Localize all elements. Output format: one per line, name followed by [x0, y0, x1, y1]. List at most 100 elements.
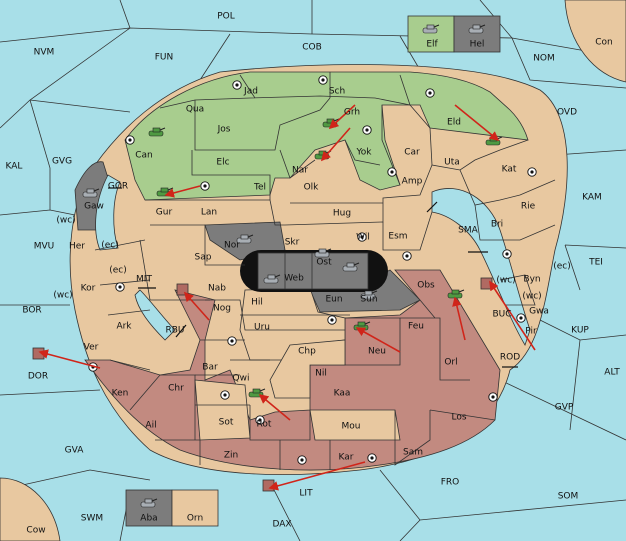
sea-label-cob: COB: [302, 43, 322, 53]
army-unit-icon[interactable]: [263, 274, 281, 284]
land-label-feu: Feu: [408, 322, 424, 332]
land-label-kat: Kat: [502, 165, 517, 175]
sea-label-mvu: MVU: [34, 242, 55, 252]
home-box-top: [407, 15, 501, 53]
land-label-sot: Sot: [219, 418, 234, 428]
land-label-chp: Chp: [298, 347, 316, 357]
coast-label-wc: (wc): [53, 291, 72, 301]
sea-label-sma: SMA: [458, 226, 478, 236]
move-arrow: [452, 296, 466, 341]
land-label-rie: Rie: [521, 202, 536, 212]
land-label-bar: Bar: [202, 363, 218, 373]
land-label-obs: Obs: [417, 281, 435, 291]
land-label-los: Los: [451, 413, 466, 423]
convoy-link-arrows: [108, 187, 518, 368]
army-unit-icon[interactable]: [262, 479, 275, 492]
land-label-eun: Eun: [325, 295, 342, 305]
land-label-amp: Amp: [402, 177, 423, 187]
land-label-elf: Elf: [426, 40, 438, 50]
land-label-gur: Gur: [156, 208, 173, 218]
army-unit-icon[interactable]: [314, 248, 332, 258]
land-label-jad: Jad: [243, 87, 258, 97]
coast-label-ec: (ec): [101, 241, 119, 251]
neutral-strip-chp: [269, 339, 346, 399]
land-label-jos: Jos: [217, 125, 231, 135]
land-label-kar: Kar: [339, 453, 354, 463]
move-arrow: [355, 327, 401, 353]
sea-label-som: SOM: [558, 492, 579, 502]
sea-label-gvg: GVG: [52, 157, 72, 167]
sea-label-pol: POL: [217, 12, 235, 22]
army-unit-icon[interactable]: [468, 24, 486, 34]
land-label-neu: Neu: [368, 347, 386, 357]
land-label-uru: Uru: [254, 323, 270, 333]
sea-label-dax: DAX: [272, 520, 291, 530]
sea-label-con: Con: [595, 38, 613, 48]
coast-label-wc: (wc): [496, 276, 515, 286]
land-label-kaa: Kaa: [334, 389, 351, 399]
move-arrow: [164, 185, 201, 198]
land-label-kor: Kor: [81, 284, 96, 294]
sea-label-nom: NOM: [533, 54, 555, 64]
land-label-orn: Orn: [187, 514, 203, 524]
army-unit-icon[interactable]: [32, 347, 45, 360]
sea-label-ovd: OVD: [557, 108, 577, 118]
move-arrow: [320, 127, 351, 162]
land-label-mou: Mou: [342, 422, 361, 432]
land-label-qwi: Qwi: [233, 374, 250, 384]
land-label-rot: Rot: [257, 420, 272, 430]
sea-label-swm: SWM: [81, 514, 103, 524]
home-box-bottom: [125, 489, 219, 527]
army-unit-icon[interactable]: [148, 127, 166, 137]
territory-borders: [94, 72, 556, 470]
land-label-web: Web: [284, 274, 304, 284]
land-label-nil: Nil: [315, 369, 327, 379]
army-unit-icon[interactable]: [447, 289, 465, 299]
land-label-ail: Ail: [145, 421, 156, 431]
land-label-pir: Pir: [525, 327, 537, 337]
inner-sea-gor: [95, 174, 121, 251]
coast-label-ec: (ec): [553, 262, 571, 272]
land-label-hug: Hug: [333, 209, 351, 219]
sea-label-gvp: GVP: [555, 403, 574, 413]
land-label-nab: Nab: [208, 284, 226, 294]
army-unit-icon[interactable]: [236, 234, 254, 244]
move-arrow: [183, 291, 210, 321]
army-unit-icon[interactable]: [82, 188, 100, 198]
land-label-gwa: Gwa: [529, 307, 549, 317]
land-label-orl: Orl: [444, 358, 457, 368]
sea-label-alt: ALT: [604, 368, 620, 378]
army-unit-icon[interactable]: [140, 498, 158, 508]
army-unit-icon[interactable]: [342, 262, 360, 272]
land-label-bri: Bri: [491, 220, 503, 230]
land-label-zin: Zin: [224, 451, 238, 461]
sea-label-kal: KAL: [6, 162, 23, 172]
land-label-skr: Skr: [285, 238, 300, 248]
sea-label-gor: GOR: [108, 182, 128, 192]
land-label-olk: Olk: [304, 183, 320, 193]
sea-label-buc: BUC: [492, 310, 511, 320]
sea-label-tei: TEI: [588, 258, 603, 268]
army-unit-icon[interactable]: [422, 24, 440, 34]
sea-label-nvm: NVM: [34, 48, 55, 58]
neutral-strip-sot: [194, 379, 251, 441]
army-unit-icon[interactable]: [176, 283, 189, 296]
move-arrow: [328, 104, 356, 130]
land-label-sam: Sam: [403, 448, 423, 458]
land-label-chr: Chr: [168, 384, 184, 394]
land-label-qua: Qua: [186, 105, 204, 115]
sea-label-gva: GVA: [65, 446, 85, 456]
land-label-car: Car: [404, 148, 420, 158]
land-label-ost: Ost: [316, 258, 332, 268]
land-label-nor: Nor: [224, 241, 240, 251]
sea-label-rbu: RBU: [165, 326, 184, 336]
land-label-can: Can: [135, 151, 153, 161]
army-unit-icon[interactable]: [360, 290, 378, 300]
green-power-territory: [124, 71, 529, 201]
land-label-ver: Ver: [84, 343, 99, 353]
coast-label-wc: (wc): [56, 216, 75, 226]
land-label-tel: Tel: [253, 183, 266, 193]
